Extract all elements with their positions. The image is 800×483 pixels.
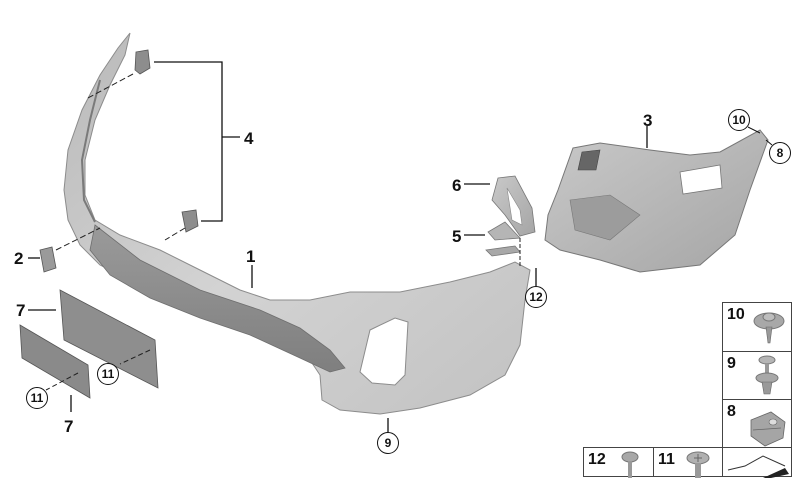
callout-circled-11-right[interactable]: 11 — [97, 363, 119, 385]
legend-number: 8 — [727, 403, 736, 420]
bumper-cover-part-1 — [63, 32, 531, 415]
callout-circled-11-left[interactable]: 11 — [26, 387, 48, 409]
air-duct-part-6 — [464, 175, 536, 237]
legend-cell-11[interactable]: 11 — [653, 447, 723, 478]
callout-circled-10[interactable]: 10 — [728, 109, 750, 131]
bumper-carrier-part-3 — [544, 126, 773, 273]
screw-washer-icon — [753, 312, 785, 344]
callout-circled-8[interactable]: 8 — [769, 142, 791, 164]
torx-screw-icon — [686, 451, 710, 478]
callout-7-lower[interactable]: 7 — [64, 417, 74, 436]
legend-number: 12 — [588, 451, 606, 468]
diagram-artwork — [19, 32, 773, 432]
callout-6[interactable]: 6 — [452, 176, 462, 195]
callout-1[interactable]: 1 — [246, 247, 256, 266]
legend-cell-9[interactable]: 9 — [722, 351, 792, 400]
tape-strip-icon — [727, 455, 789, 478]
clip-nut-icon — [750, 411, 786, 447]
callout-2[interactable]: 2 — [14, 249, 24, 268]
trim-bracket-part-5 — [464, 221, 537, 286]
expansion-rivet-icon — [755, 355, 779, 395]
callout-7-upper[interactable]: 7 — [16, 301, 26, 320]
callout-3[interactable]: 3 — [643, 111, 653, 130]
legend-cell-10[interactable]: 10 — [722, 302, 792, 352]
mounting-bracket-part-4 — [85, 49, 240, 241]
legend-number: 11 — [658, 451, 675, 468]
callout-circled-9[interactable]: 9 — [377, 432, 399, 454]
legend-number: 10 — [727, 306, 745, 323]
legend-cell-12[interactable]: 12 — [583, 447, 654, 478]
callout-5[interactable]: 5 — [452, 227, 462, 246]
callout-circled-12[interactable]: 12 — [525, 286, 547, 308]
callout-4[interactable]: 4 — [244, 129, 254, 148]
hex-bolt-icon — [621, 451, 639, 478]
license-plate-base-part-7 — [19, 289, 159, 412]
parts-diagram: 1 2 3 4 5 6 7 7 8 9 10 11 11 12 10 9 — [14, 32, 792, 478]
legend-cell-8[interactable]: 8 — [722, 399, 792, 448]
tow-eye-cover-part-2 — [28, 227, 101, 273]
legend-number: 9 — [727, 355, 736, 372]
